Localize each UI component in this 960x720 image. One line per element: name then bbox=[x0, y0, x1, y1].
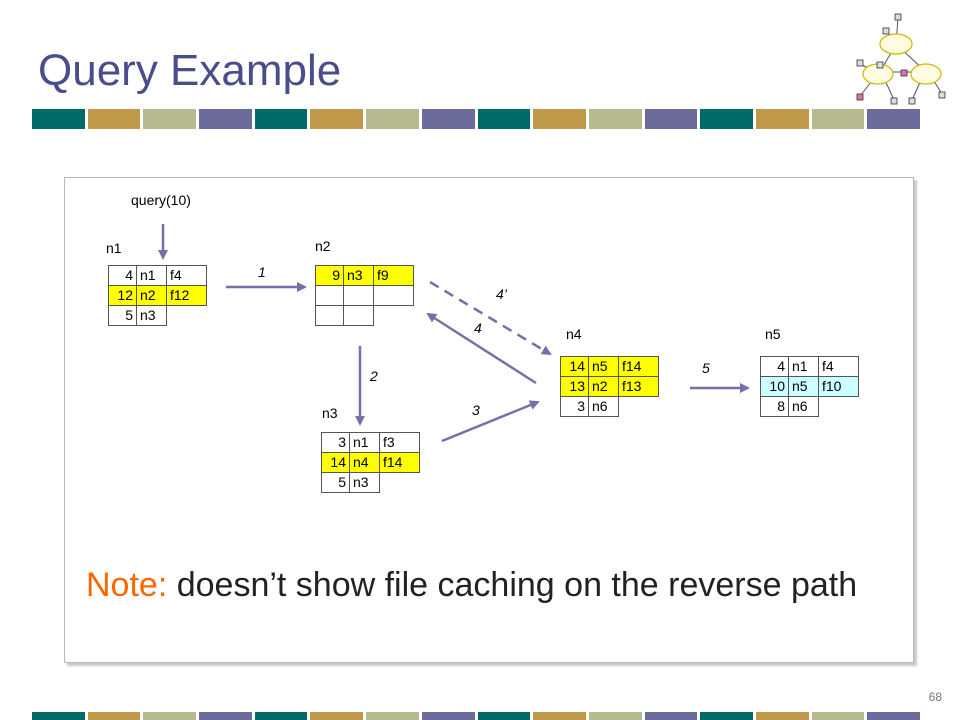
slide-title: Query Example bbox=[38, 46, 342, 95]
table-cell: 4 bbox=[760, 356, 789, 377]
table-cell: f4 bbox=[166, 265, 207, 286]
table-cell bbox=[167, 306, 207, 326]
table-cell: n1 bbox=[349, 432, 380, 453]
table-cell bbox=[343, 305, 374, 326]
node-label-n4: n4 bbox=[566, 326, 582, 342]
table-cell: 14 bbox=[560, 356, 589, 377]
table-cell: n2 bbox=[588, 376, 619, 397]
table-cell: f13 bbox=[618, 376, 659, 397]
table-cell: n6 bbox=[788, 396, 819, 417]
table-cell: n6 bbox=[588, 396, 619, 417]
table-cell: f12 bbox=[166, 285, 207, 306]
network-logo-icon bbox=[856, 13, 946, 105]
diagram-panel bbox=[64, 177, 914, 663]
step-label-1: 1 bbox=[258, 264, 266, 280]
node-label-n3: n3 bbox=[322, 405, 338, 421]
node-label-n5: n5 bbox=[765, 326, 781, 342]
node-label-n1: n1 bbox=[106, 240, 122, 256]
table-cell: 14 bbox=[321, 452, 350, 473]
step-label-4-prime: 4’ bbox=[496, 286, 507, 302]
table-cell: f14 bbox=[379, 452, 420, 473]
table-cell bbox=[315, 285, 344, 306]
table-row bbox=[315, 285, 414, 306]
table-cell: n1 bbox=[788, 356, 819, 377]
arrow-n2-n4-dashed bbox=[429, 280, 552, 356]
note-text: Note: doesn’t show file caching on the r… bbox=[86, 562, 886, 608]
table-cell: f3 bbox=[379, 432, 420, 453]
arrow-n4-n2 bbox=[426, 312, 537, 385]
table-cell bbox=[374, 306, 414, 326]
table-cell: n5 bbox=[788, 376, 819, 397]
table-cell bbox=[619, 397, 659, 417]
step-label-5: 5 bbox=[702, 360, 710, 376]
table-cell: 3 bbox=[321, 432, 350, 453]
table-cell bbox=[373, 285, 414, 306]
table-cell bbox=[819, 397, 859, 417]
table-cell: f14 bbox=[618, 356, 659, 377]
note-body: doesn’t show file caching on the reverse… bbox=[167, 566, 858, 604]
table-cell: n5 bbox=[588, 356, 619, 377]
node-label-n2: n2 bbox=[315, 238, 331, 254]
table-cell: 5 bbox=[108, 305, 137, 326]
note-highlight: Note: bbox=[86, 566, 168, 604]
table-cell: n2 bbox=[136, 285, 167, 306]
table-cell: 3 bbox=[560, 396, 589, 417]
table-cell: f9 bbox=[373, 265, 414, 286]
step-label-4: 4 bbox=[474, 320, 482, 336]
table-cell: 13 bbox=[560, 376, 589, 397]
table-cell bbox=[315, 305, 344, 326]
table-cell: f10 bbox=[818, 376, 859, 397]
table-cell: 12 bbox=[108, 285, 137, 306]
table-cell: n4 bbox=[349, 452, 380, 473]
table-cell: 10 bbox=[760, 376, 789, 397]
page-number: 68 bbox=[928, 690, 942, 704]
table-row bbox=[315, 305, 414, 326]
table-cell: 9 bbox=[315, 265, 344, 286]
table-cell: n3 bbox=[136, 305, 167, 326]
table-cell: 8 bbox=[760, 396, 789, 417]
top-color-bar bbox=[32, 109, 920, 129]
table-cell: n1 bbox=[136, 265, 167, 286]
table-cell: n3 bbox=[343, 265, 374, 286]
arrow-n3-n4 bbox=[441, 400, 540, 443]
table-cell: n3 bbox=[349, 472, 380, 493]
step-label-2: 2 bbox=[370, 368, 378, 384]
step-label-3: 3 bbox=[472, 402, 480, 418]
table-cell bbox=[380, 473, 420, 493]
table-cell: 4 bbox=[108, 265, 137, 286]
query-label: query(10) bbox=[131, 192, 191, 208]
bottom-color-bar bbox=[32, 712, 920, 720]
table-cell: 5 bbox=[321, 472, 350, 493]
table-cell bbox=[343, 285, 374, 306]
table-cell: f4 bbox=[818, 356, 859, 377]
